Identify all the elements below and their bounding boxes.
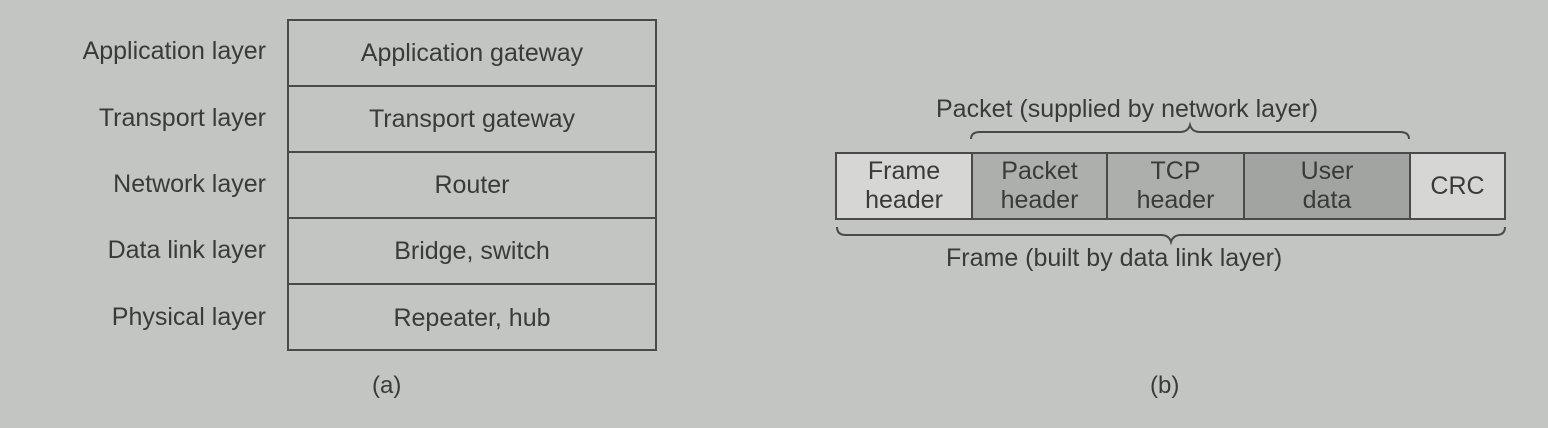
packet-label: Packet (supplied by network layer) [936,95,1319,123]
layer-label-network: Network layer [113,170,266,198]
device-cell-router: Router [289,153,655,219]
field-frame-header: Frame header [837,154,973,218]
frame-label: Frame (built by data link layer) [946,244,1283,272]
field-crc-line1: CRC [1430,171,1485,200]
frame-box: Frame header Packet header TCP header Us… [835,152,1506,220]
device-cell-bridge-switch: Bridge, switch [289,219,655,285]
device-table: Application gateway Transport gateway Ro… [287,19,657,351]
field-tcp-header-line1: TCP [1150,157,1201,185]
field-packet-header-line1: Packet [1001,157,1078,185]
device-cell-application-gateway: Application gateway [289,21,655,87]
caption-b: (b) [1150,372,1180,399]
frame-brace [836,226,1506,246]
field-packet-header: Packet header [973,154,1108,218]
field-tcp-header-line2: header [1136,186,1215,214]
field-crc: CRC [1411,154,1504,218]
field-tcp-header: TCP header [1108,154,1245,218]
layer-label-data-link: Data link layer [107,236,266,264]
layer-label-transport: Transport layer [98,104,266,132]
caption-a: (a) [372,372,402,399]
field-frame-header-line1: Frame [867,157,941,185]
field-user-data-line2: data [1302,186,1352,214]
packet-brace [970,121,1410,140]
device-cell-repeater-hub: Repeater, hub [393,303,551,332]
field-user-data: User data [1245,154,1411,218]
field-frame-header-line2: header [865,186,943,214]
device-cell-transport-gateway: Transport gateway [289,87,655,153]
layer-label-application: Application layer [82,37,266,65]
field-packet-header-line2: header [1000,186,1079,214]
field-user-data-line1: User [1300,157,1354,185]
layer-label-physical: Physical layer [111,303,266,331]
